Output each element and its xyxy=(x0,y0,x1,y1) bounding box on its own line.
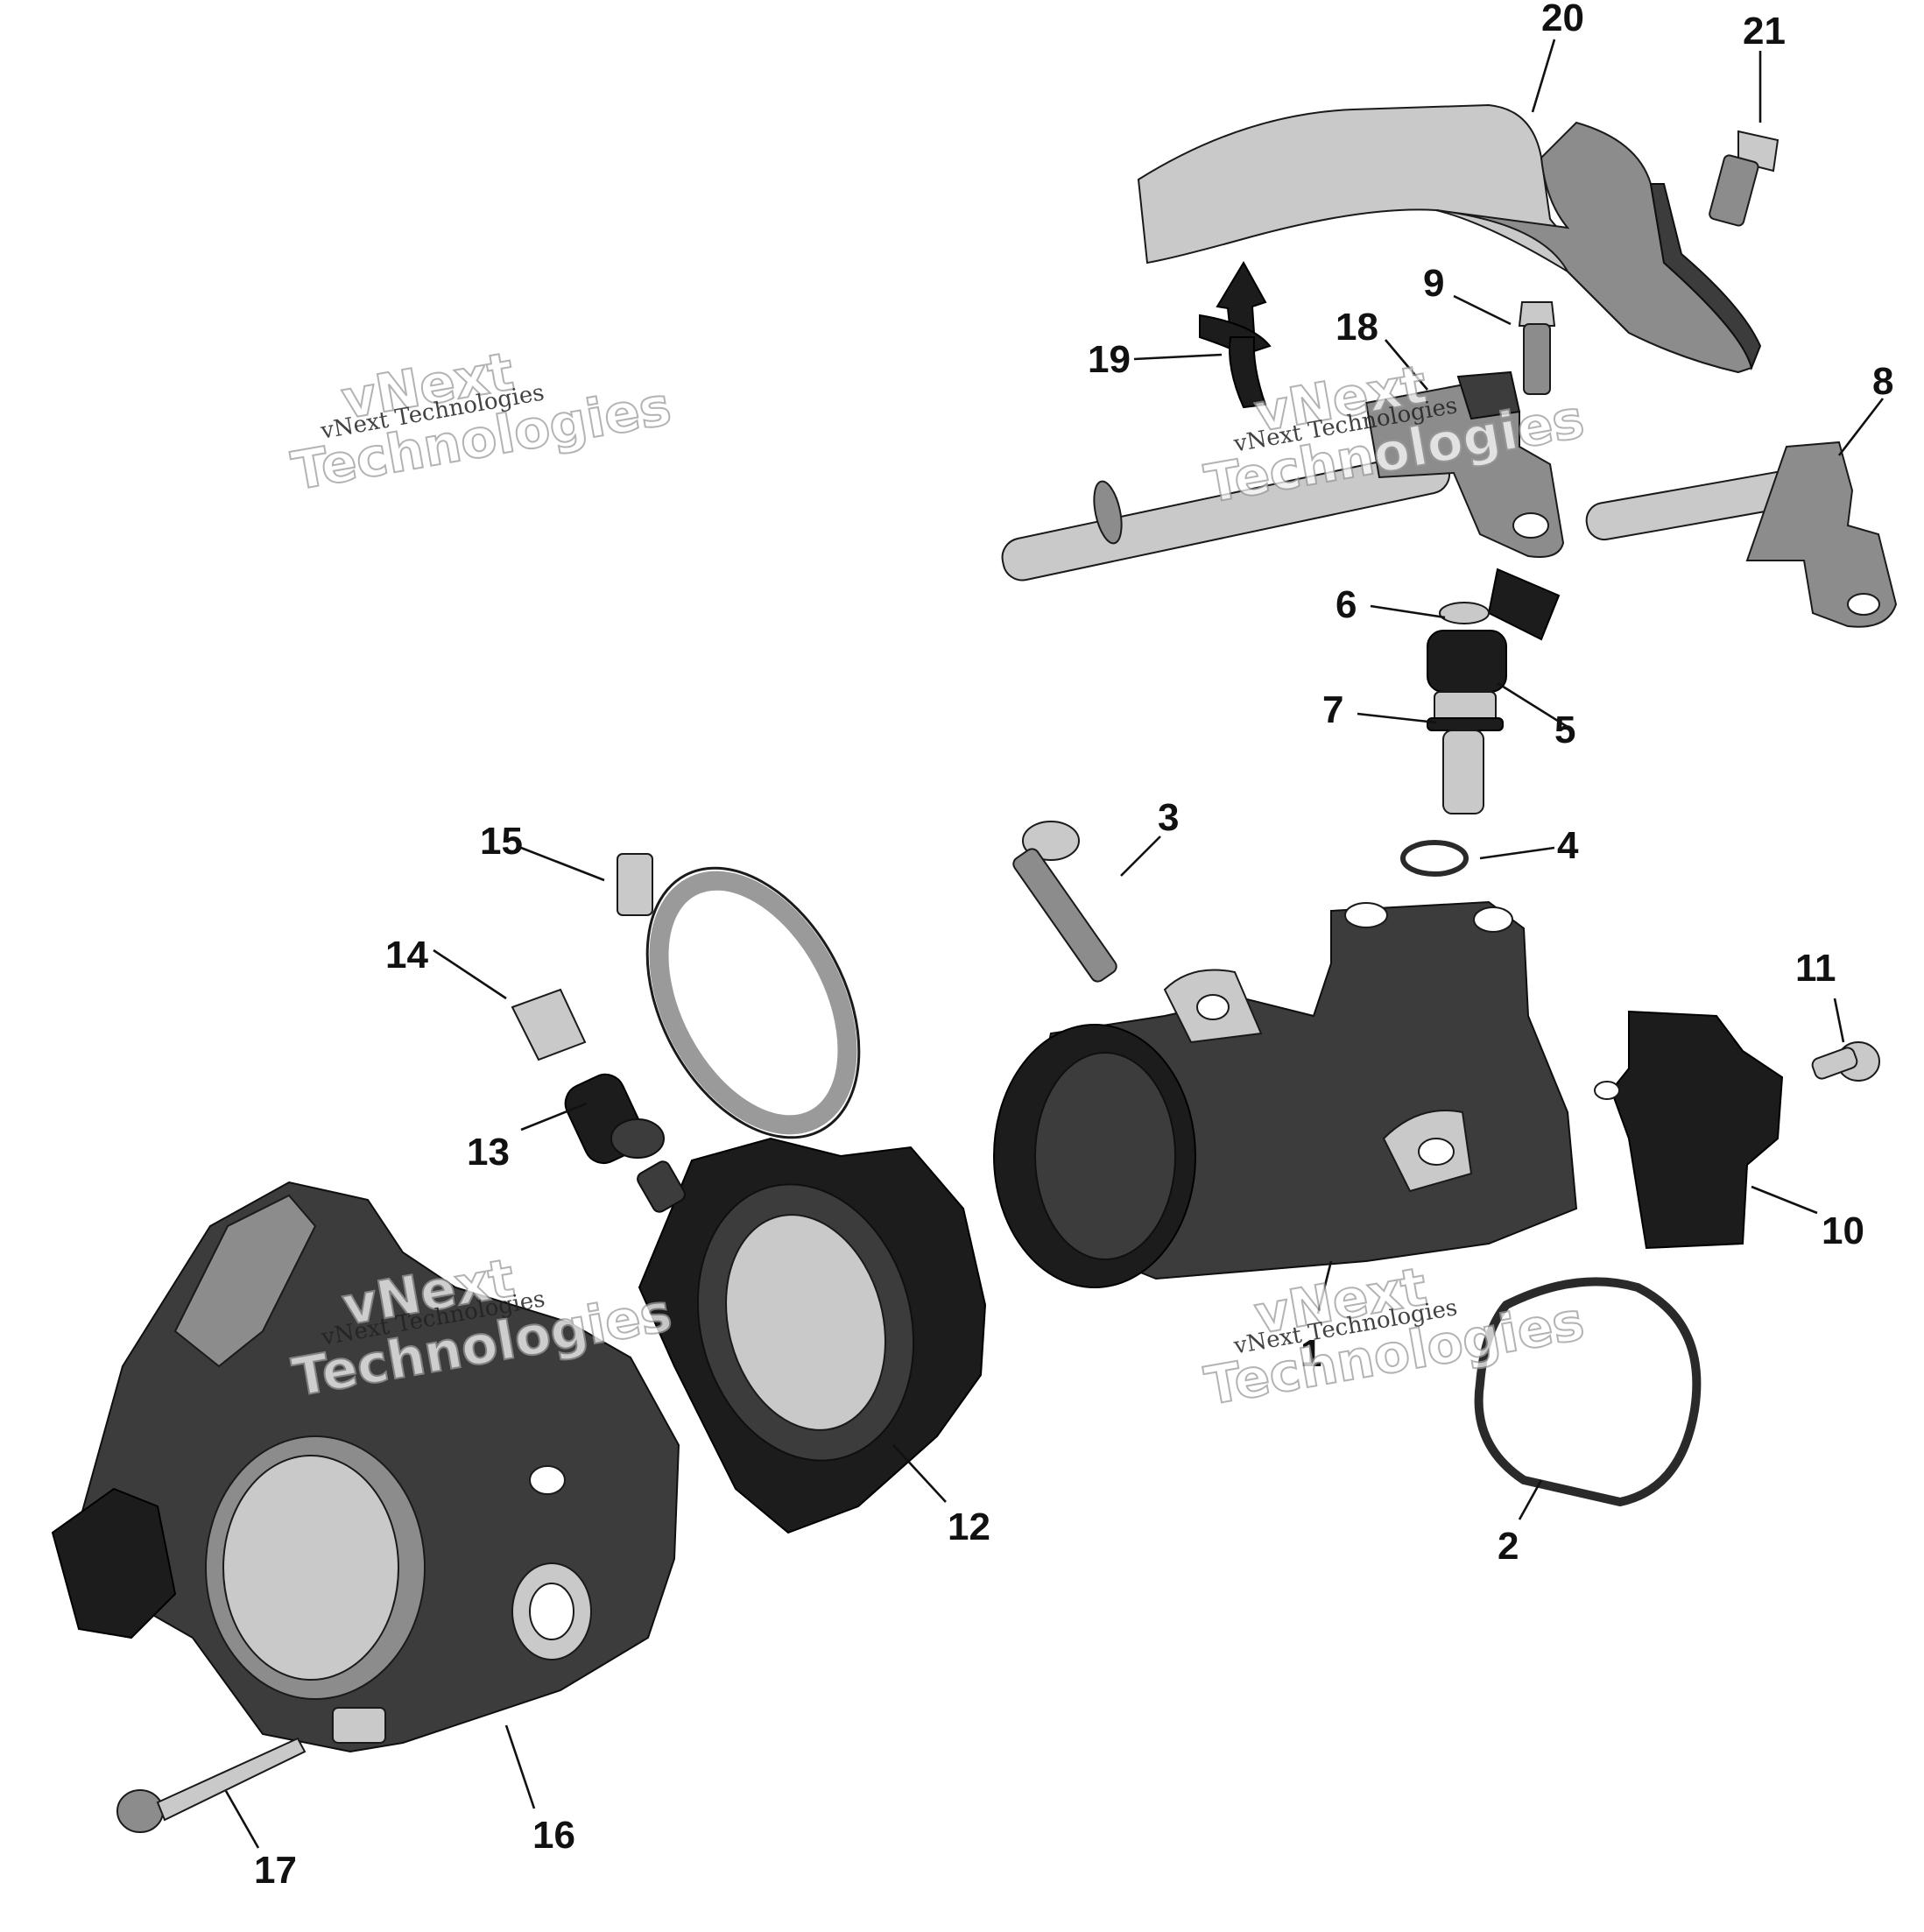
callout-12: 12 xyxy=(948,1505,990,1548)
part-clip-19 xyxy=(1199,261,1272,409)
part-throttle-body-16 xyxy=(51,1181,680,1753)
part-o-ring-4 xyxy=(1400,840,1469,877)
callout-15: 15 xyxy=(480,820,523,863)
part-fuel-rail-8 xyxy=(1585,441,1898,628)
callout-1: 1 xyxy=(1300,1332,1321,1375)
part-screw-11 xyxy=(1811,1041,1880,1082)
callout-labels: 20 21 9 18 19 8 6 5 7 4 3 11 10 1 2 15 1… xyxy=(254,0,1893,1892)
callout-7: 7 xyxy=(1322,688,1343,731)
part-sleeve-14 xyxy=(511,988,587,1061)
callout-2: 2 xyxy=(1498,1525,1519,1568)
callout-10: 10 xyxy=(1822,1209,1864,1252)
callout-16: 16 xyxy=(532,1814,575,1857)
watermark-top-left: vNext Technologies vNext Technologies xyxy=(286,341,676,504)
callout-9: 9 xyxy=(1423,262,1444,305)
callout-21: 21 xyxy=(1743,10,1786,53)
callout-18: 18 xyxy=(1336,306,1378,349)
callout-4: 4 xyxy=(1557,824,1579,867)
callout-17: 17 xyxy=(254,1849,297,1892)
callout-11: 11 xyxy=(1795,947,1836,990)
part-bolt-3 xyxy=(1012,821,1117,983)
part-hose-clamp-15 xyxy=(617,853,861,1139)
part-intake-adapter-1 xyxy=(993,900,1578,1288)
callout-13: 13 xyxy=(467,1131,510,1174)
part-bolt-9 xyxy=(1518,301,1556,395)
part-fuel-injector-5 xyxy=(1427,568,1561,814)
part-hose-13 xyxy=(564,1073,665,1165)
callout-5: 5 xyxy=(1554,709,1575,751)
callout-14: 14 xyxy=(385,934,428,977)
callout-3: 3 xyxy=(1158,796,1179,839)
part-fuel-rail-cover xyxy=(1137,103,1762,374)
part-bolt-21 xyxy=(1709,130,1780,227)
part-gasket-2 xyxy=(1474,1277,1702,1507)
part-adapter-12 xyxy=(637,1137,987,1534)
leader-lines xyxy=(224,39,1885,1849)
callout-8: 8 xyxy=(1872,360,1893,403)
callout-6: 6 xyxy=(1336,583,1357,626)
callout-19: 19 xyxy=(1088,338,1131,381)
part-screw-17 xyxy=(116,1737,307,1833)
callout-20: 20 xyxy=(1541,0,1584,39)
part-fuel-rail-18 xyxy=(1001,370,1565,582)
part-sensor-10 xyxy=(1594,1010,1784,1250)
